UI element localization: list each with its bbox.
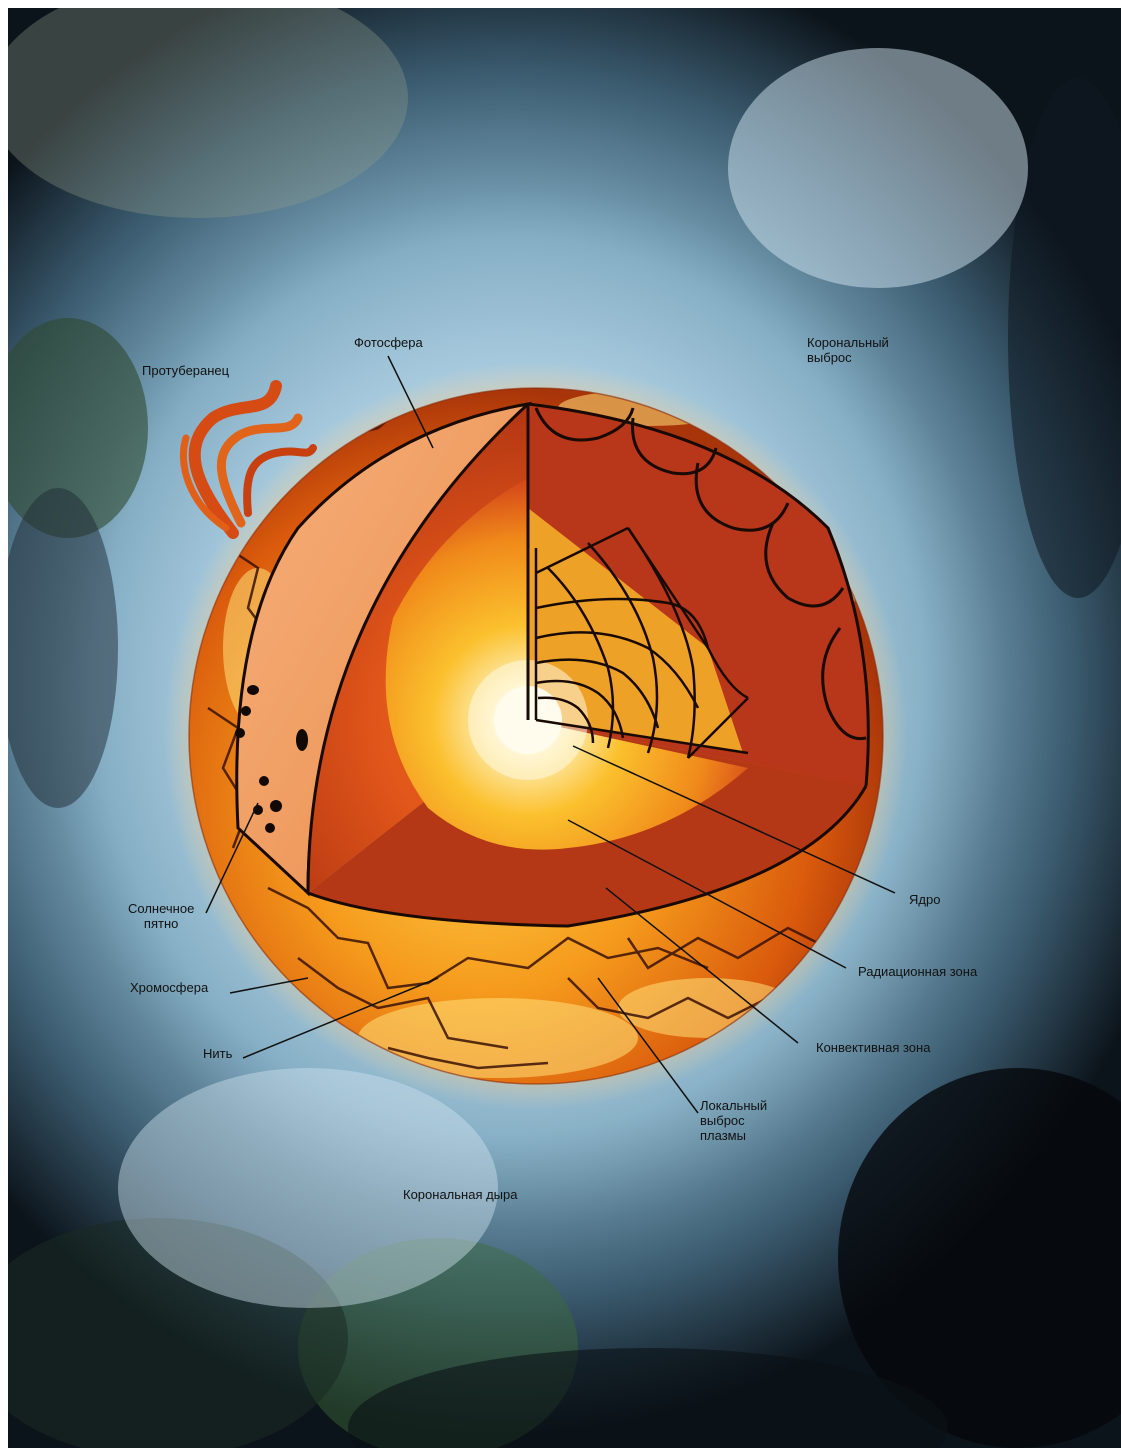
label-filament: Нить: [203, 1046, 233, 1061]
label-local-plasma-ejection: Локальный выброс плазмы: [700, 1098, 768, 1143]
label-photosphere: Фотосфера: [354, 335, 423, 350]
sun-structure-diagram: Протуберанец Фотосфера Корональный выбро…: [8, 8, 1121, 1448]
label-chromosphere: Хромосфера: [130, 980, 209, 995]
sun-illustration: [8, 8, 1121, 1448]
radiative-grid: [534, 526, 749, 759]
radiative-zone: [385, 478, 748, 850]
convection-cells: [534, 407, 867, 741]
prominence-flare: [179, 380, 317, 539]
sunspots: [235, 685, 308, 833]
leader-lines: [205, 355, 896, 1114]
label-core: Ядро: [909, 892, 941, 907]
label-coronal-ejection: Корональный выброс: [807, 335, 889, 365]
sun-cutaway: [235, 401, 870, 928]
label-coronal-hole: Корональная дыра: [403, 1187, 518, 1202]
label-sunspot: Солнечное пятно: [128, 901, 195, 931]
label-prominence: Протуберанец: [142, 363, 230, 378]
label-convective-zone: Конвективная зона: [816, 1040, 931, 1055]
label-radiative-zone: Радиационная зона: [858, 964, 978, 979]
